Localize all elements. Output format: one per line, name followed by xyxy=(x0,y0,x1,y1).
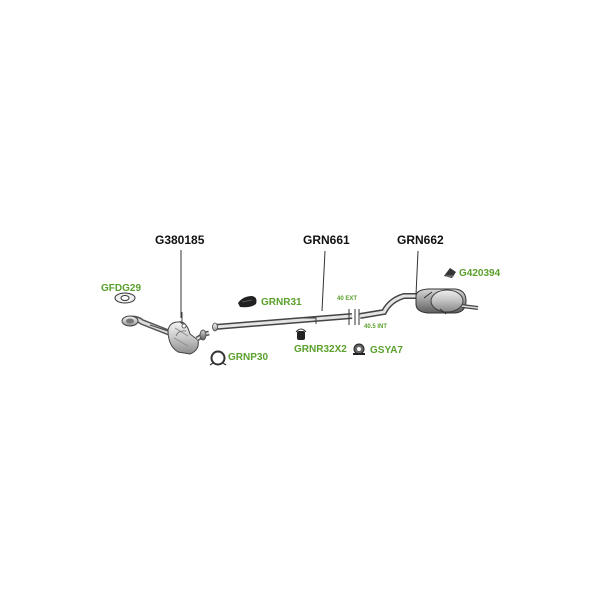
part-label-g380185[interactable]: G380185 xyxy=(155,233,205,247)
leader-lines xyxy=(180,250,419,318)
intermediate-pipe xyxy=(212,313,353,332)
accessory-label-g420394[interactable]: G420394 xyxy=(459,268,501,279)
accessory-label-gfdg29[interactable]: GFDG29 xyxy=(101,283,142,294)
rear-silencer xyxy=(359,288,479,319)
sleeve-clamp-icon xyxy=(353,343,365,355)
gasket-icon xyxy=(114,292,136,304)
pipe-clamp-icon xyxy=(209,350,227,366)
part-label-grn661[interactable]: GRN661 xyxy=(303,233,350,247)
dimension-ext-label: 40 EXT xyxy=(337,296,358,302)
dimension-int-label: 40.5 INT xyxy=(364,324,388,330)
accessory-label-gsya7[interactable]: GSYA7 xyxy=(370,345,403,356)
accessory-label-grnr32x2[interactable]: GRNR32X2 xyxy=(294,344,347,355)
leader-line-grn661 xyxy=(321,250,326,312)
rubber-mount-icon xyxy=(238,296,257,308)
bracket-icon xyxy=(444,268,456,278)
leader-line-grn662 xyxy=(415,250,419,296)
accessory-label-grnp30[interactable]: GRNP30 xyxy=(228,352,269,363)
front-pipe-catalyst xyxy=(121,312,210,355)
rubber-mount-icon xyxy=(295,328,307,340)
accessory-label-grnr31[interactable]: GRNR31 xyxy=(261,297,302,308)
part-label-grn662[interactable]: GRN662 xyxy=(397,233,444,247)
joint-markers xyxy=(348,309,360,325)
